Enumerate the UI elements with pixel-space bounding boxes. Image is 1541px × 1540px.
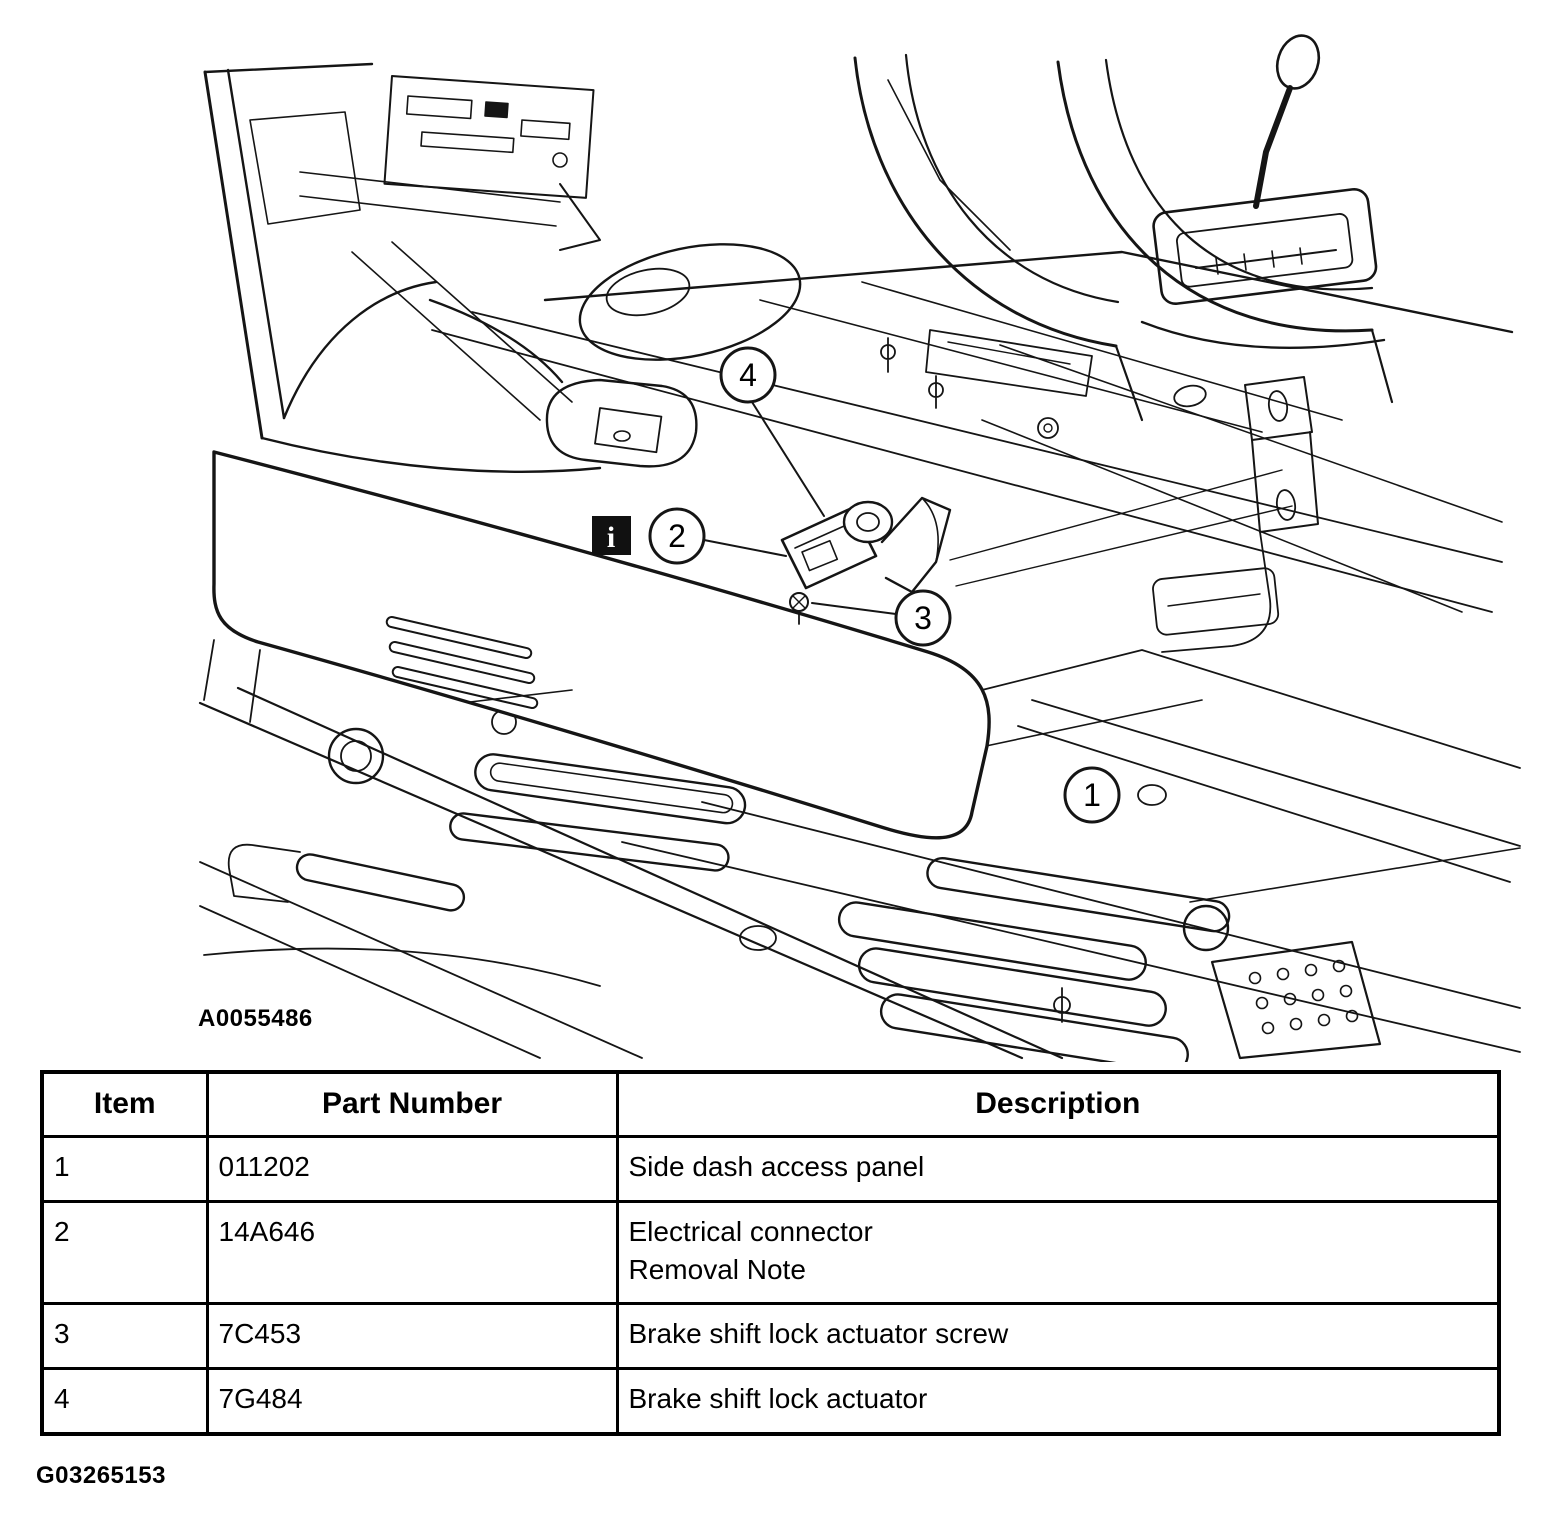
item-cell: 1 bbox=[40, 1135, 209, 1203]
document-id-label: G03265153 bbox=[36, 1462, 166, 1489]
radio-console bbox=[383, 74, 601, 251]
steering-wheel bbox=[853, 53, 1394, 422]
access-panel bbox=[212, 450, 991, 840]
actuator-screw bbox=[789, 592, 809, 625]
description-line: Side dash access panel bbox=[628, 1151, 925, 1182]
description-cell: Brake shift lock actuator bbox=[615, 1367, 1501, 1436]
right-sill bbox=[1161, 376, 1319, 653]
callout-2-number: 2 bbox=[668, 518, 686, 554]
table-row: 3 7C453 Brake shift lock actuator screw bbox=[40, 1302, 1501, 1371]
description-line: Brake shift lock actuator screw bbox=[628, 1318, 1009, 1350]
brake-shift-lock-actuator bbox=[780, 496, 952, 594]
part-number-cell: 7G484 bbox=[205, 1367, 619, 1436]
technical-illustration: 4 2 3 1 i A0055486 bbox=[198, 34, 1521, 1062]
callout-3-number: 3 bbox=[914, 600, 932, 636]
floor-pan bbox=[431, 250, 1521, 883]
info-icon: i bbox=[592, 516, 631, 555]
part-number-cell: 14A646 bbox=[205, 1199, 619, 1306]
floor-vents bbox=[198, 639, 1521, 1062]
callout-3: 3 bbox=[894, 589, 952, 647]
illustration-svg: 4 2 3 1 i bbox=[198, 34, 1521, 1062]
description-cell: Electrical connector Removal Note bbox=[615, 1199, 1501, 1306]
col-header-description: Description bbox=[615, 1070, 1501, 1138]
under-dash-cowl bbox=[545, 243, 802, 468]
table-row: 2 14A646 Electrical connector Removal No… bbox=[40, 1199, 1501, 1306]
item-cell: 2 bbox=[40, 1199, 209, 1306]
callout-1-number: 1 bbox=[1083, 777, 1101, 813]
description-cell: Brake shift lock actuator screw bbox=[615, 1302, 1501, 1371]
table-row: 4 7G484 Brake shift lock actuator bbox=[40, 1367, 1501, 1436]
leader-lines bbox=[703, 401, 1167, 806]
gear-shifter bbox=[1140, 34, 1386, 349]
parts-table: Item Part Number Description 1 011202 Si… bbox=[40, 1070, 1501, 1436]
description-note: Removal Note bbox=[628, 1253, 806, 1285]
part-number-cell: 7C453 bbox=[205, 1302, 619, 1371]
part-number-cell: 011202 bbox=[205, 1135, 619, 1203]
info-icon-glyph: i bbox=[607, 521, 615, 554]
table-row: 1 011202 Side dash access panel bbox=[40, 1135, 1501, 1203]
col-header-part-number: Part Number bbox=[205, 1070, 619, 1138]
description-line: Brake shift lock actuator bbox=[628, 1383, 928, 1415]
dashboard-left bbox=[203, 62, 602, 473]
callout-4-number: 4 bbox=[739, 357, 757, 393]
description-line: Electrical connector bbox=[628, 1215, 873, 1247]
callout-1: 1 bbox=[1063, 766, 1121, 824]
figure-id-label: A0055486 bbox=[198, 1005, 313, 1032]
description-cell: Side dash access panel bbox=[615, 1135, 1501, 1203]
table-header-row: Item Part Number Description bbox=[40, 1070, 1501, 1138]
col-header-item: Item bbox=[40, 1070, 209, 1138]
callout-4: 4 bbox=[719, 346, 777, 404]
item-cell: 3 bbox=[40, 1302, 209, 1371]
callout-2: 2 bbox=[648, 507, 706, 565]
item-cell: 4 bbox=[40, 1367, 209, 1436]
